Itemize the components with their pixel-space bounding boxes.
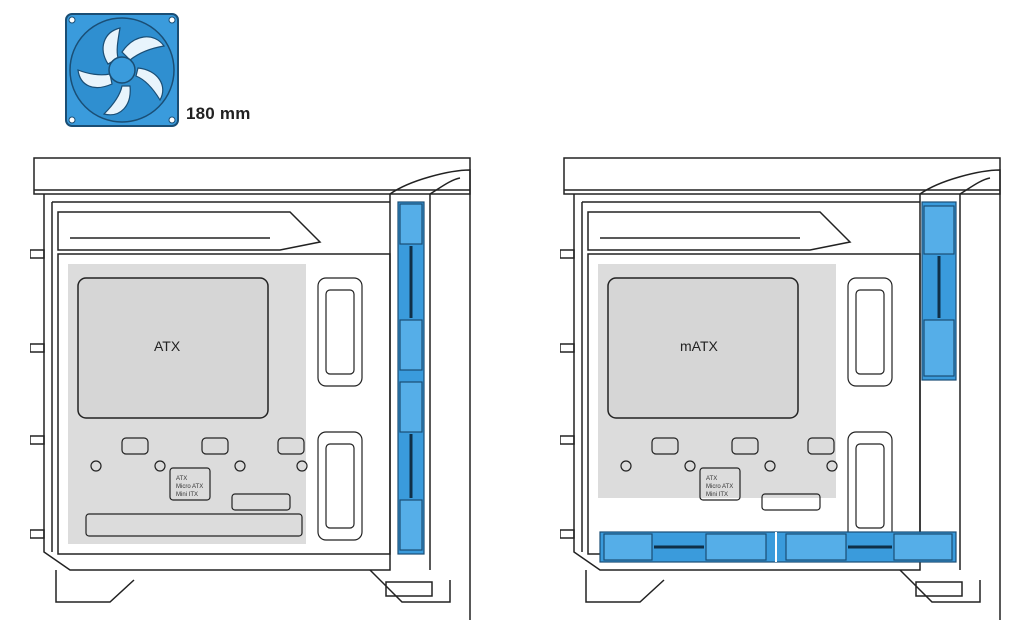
case-atx-diagram: ATX Micro ATX Mini ITX ATX: [30, 150, 490, 620]
fan-icon: [64, 12, 180, 128]
fan-size-label: 180 mm: [186, 104, 251, 123]
case-matx-diagram: ATX Micro ATX Mini ITX mATX: [560, 150, 1020, 620]
motherboard-label-2: mATX: [680, 338, 718, 354]
panel-label-micro-atx-2: Micro ATX: [706, 484, 733, 490]
panel-label-mini-itx: Mini ITX: [176, 492, 198, 498]
panel-label-micro-atx: Micro ATX: [176, 484, 203, 490]
panel-label-mini-itx-2: Mini ITX: [706, 492, 728, 498]
panel-label-atx-2: ATX: [706, 476, 717, 482]
panel-label-atx: ATX: [176, 476, 187, 482]
motherboard-label: ATX: [154, 338, 181, 354]
